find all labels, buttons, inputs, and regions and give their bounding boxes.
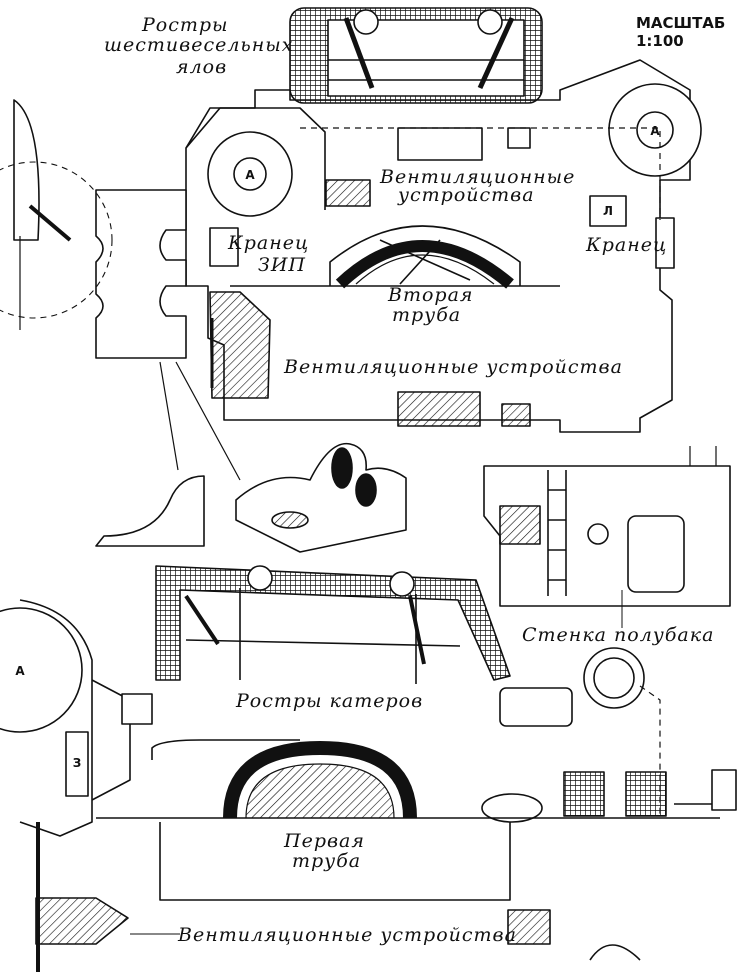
label-vtoraya-1: Вторая xyxy=(388,284,474,306)
label-stenka: Стенка полубака xyxy=(522,624,715,646)
davit-partial xyxy=(0,99,113,330)
label-vent-mid: Вентиляционные устройства xyxy=(284,356,623,378)
mark-a-left: A xyxy=(245,168,255,182)
lower-superstructure xyxy=(0,599,737,972)
boat-rostra xyxy=(155,565,511,684)
mark-z: З xyxy=(72,756,82,770)
scale-label: МАСШТАБ 1:100 xyxy=(636,14,726,50)
ventilator-sketch xyxy=(95,442,407,553)
fender-profile xyxy=(95,189,241,481)
label-kranets-zip-2: ЗИП xyxy=(258,254,306,276)
mark-a-right: A xyxy=(650,124,660,138)
label-vent-top-1: Вентиляционные xyxy=(380,166,576,188)
label-kranets-right: Кранец xyxy=(586,234,668,256)
label-rostry-yal-1: Ростры xyxy=(142,14,229,36)
label-vent-bottom: Вентиляционные устройства xyxy=(178,924,517,946)
yawl-rostra xyxy=(289,7,543,104)
label-rostry-yal-2: шестивесельных xyxy=(104,34,294,56)
label-pervaya-1: Первая xyxy=(284,830,365,852)
label-rostry-kater: Ростры катеров xyxy=(236,690,424,712)
label-kranets-zip-1: Кранец xyxy=(228,232,310,254)
label-pervaya-2: труба xyxy=(292,850,362,872)
mark-a-bottom: A xyxy=(15,664,25,678)
forecastle-wall xyxy=(483,446,731,607)
upper-superstructure xyxy=(185,59,702,433)
label-vent-top-2: устройства xyxy=(398,184,535,206)
label-rostry-yal-3: ялов xyxy=(176,56,228,78)
label-vtoraya-2: труба xyxy=(392,304,462,326)
mark-l: Л xyxy=(603,204,613,218)
